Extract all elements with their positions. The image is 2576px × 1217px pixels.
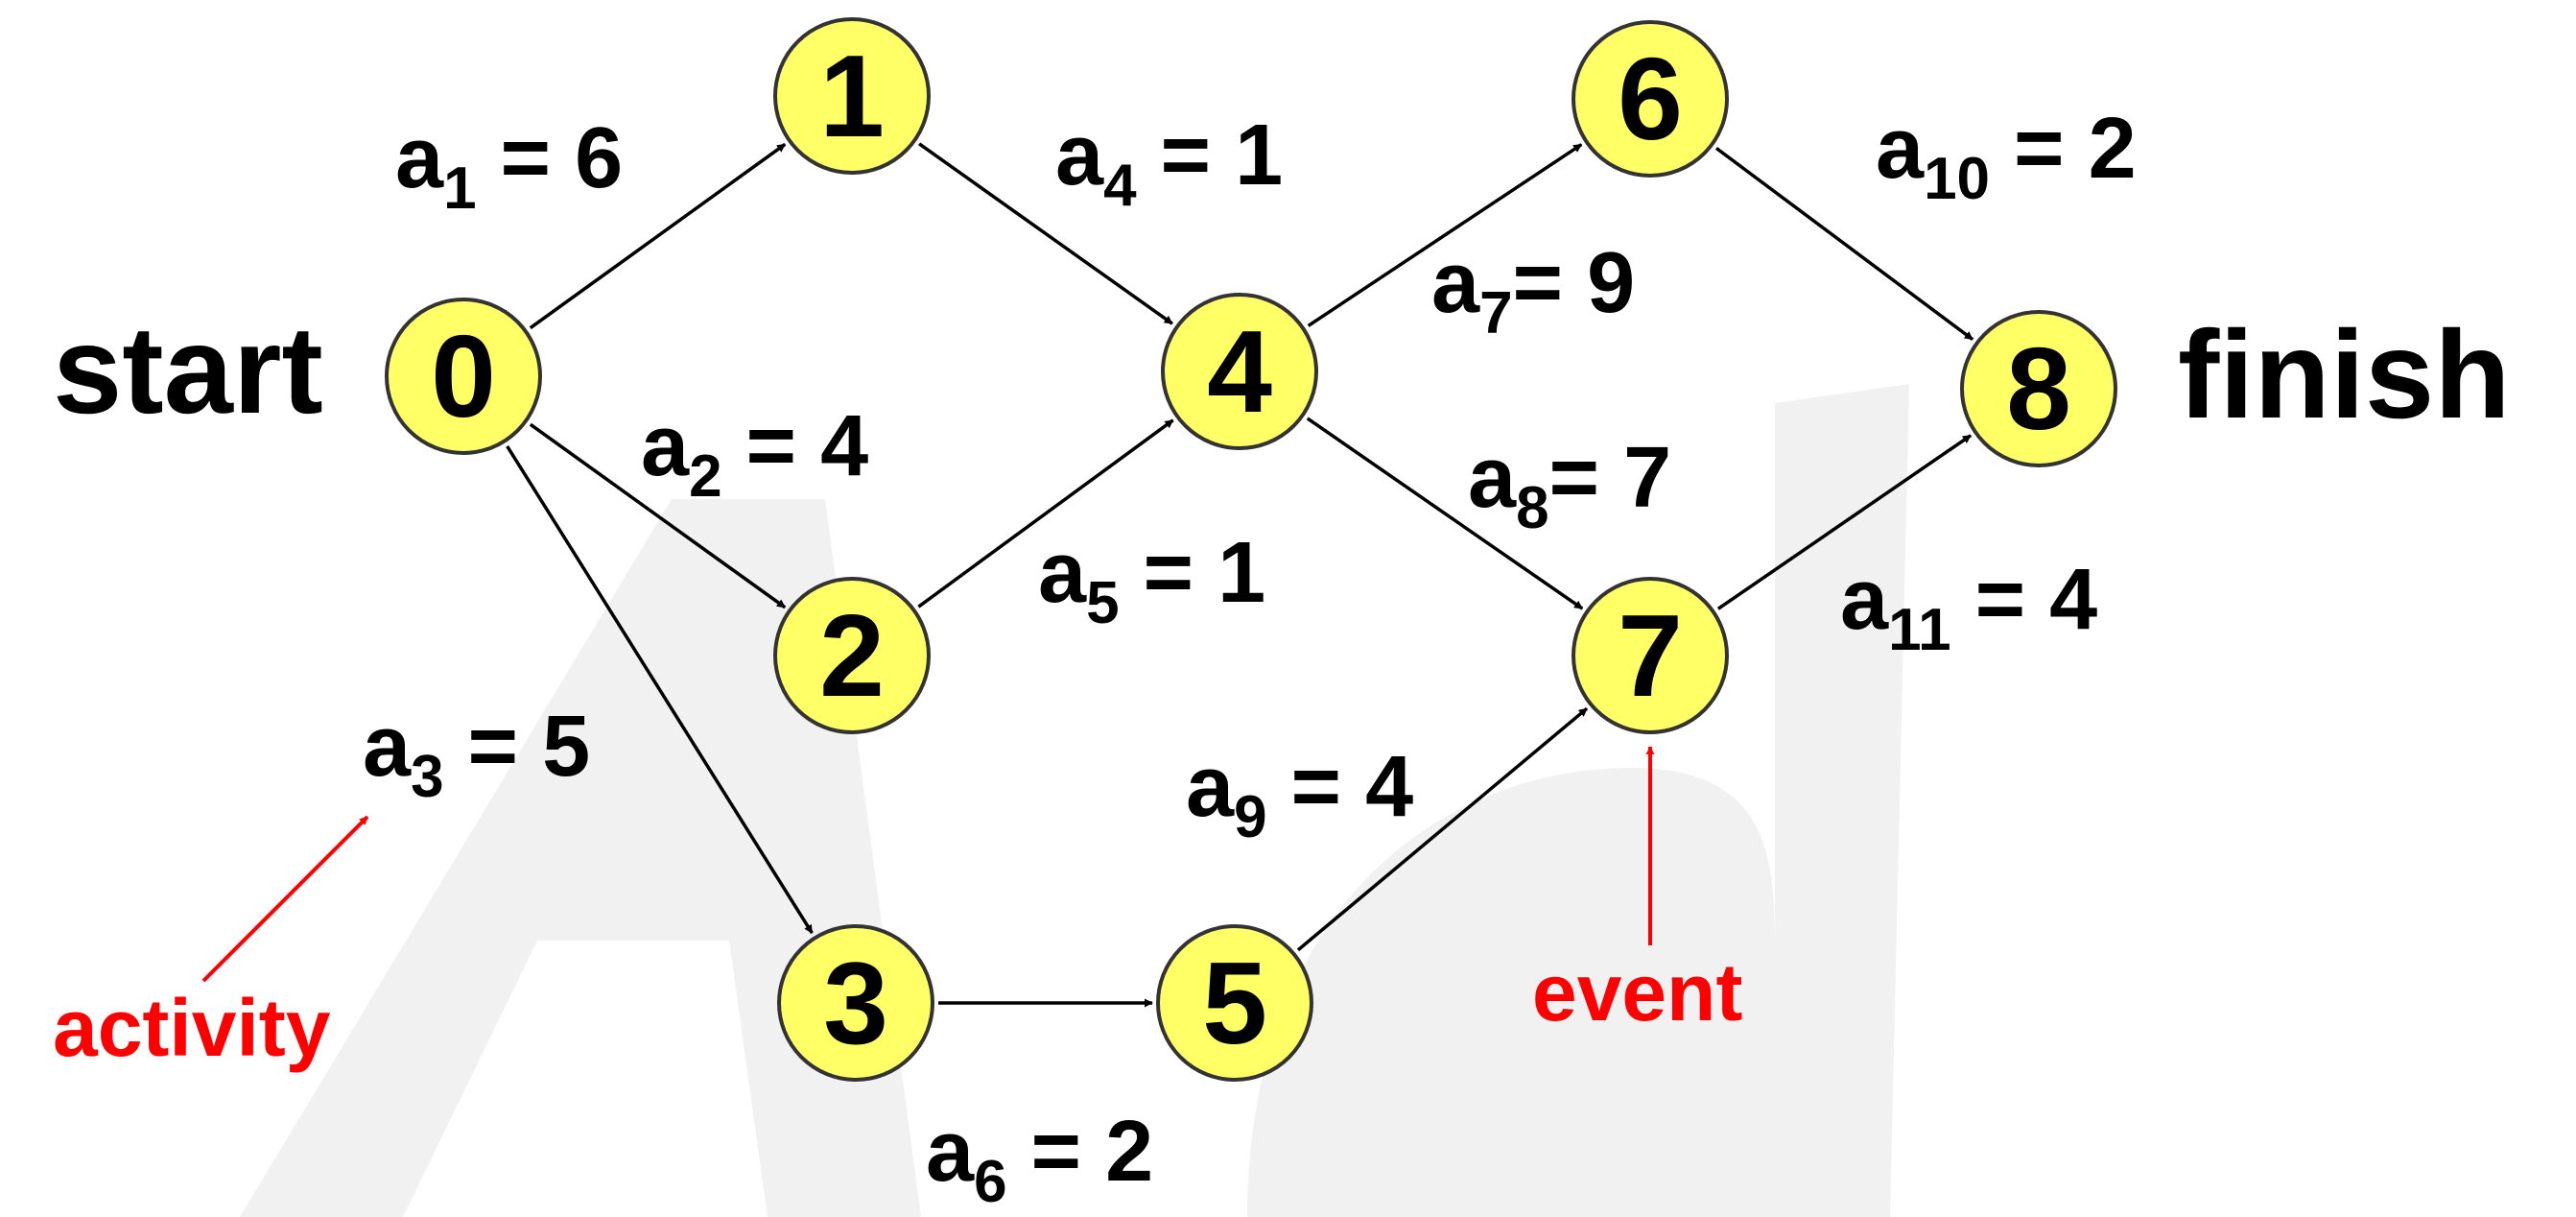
event-node-1: 1: [773, 17, 931, 175]
event-node-circle: [773, 577, 931, 734]
activity-label-a10: a10 = 2: [1876, 101, 2137, 212]
event-node-number: 1: [819, 31, 885, 161]
activity-pointer-arrow: [201, 815, 369, 983]
event-node-number: 8: [2006, 323, 2071, 454]
activity-label-a6: a6 = 2: [926, 1104, 1153, 1215]
activity-label-a1: a1 = 6: [395, 110, 623, 222]
event-node-circle: [1161, 293, 1318, 450]
watermark-shape: [240, 499, 921, 1217]
activity-labels-layer: a1 = 6 a2 = 4 a3 = 5 a4 = 1 a5 = 1 a6 = 2 a7= …: [363, 101, 2137, 1215]
event-node-number: 4: [1207, 306, 1272, 437]
event-node-number: 5: [1202, 938, 1267, 1068]
event-node-circle: [1572, 20, 1729, 178]
event-node-6: 6: [1572, 20, 1729, 178]
edge-a4: [918, 142, 1173, 325]
event-node-3: 3: [777, 924, 934, 1082]
event-annotation: event: [1532, 947, 1742, 1038]
activity-label-a8: a8= 7: [1468, 430, 1671, 541]
activity-label-a11: a11 = 4: [1840, 552, 2097, 663]
edge-a7: [1307, 143, 1583, 327]
event-node-number: 0: [431, 311, 496, 441]
event-node-number: 3: [823, 938, 888, 1068]
event-node-0: 0: [385, 298, 542, 455]
start-label: start: [53, 299, 323, 440]
event-node-circle: [777, 924, 934, 1082]
background-watermark: [240, 384, 1909, 1217]
event-node-number: 7: [1618, 590, 1683, 721]
event-node-number: 6: [1618, 34, 1683, 164]
event-node-circle: [773, 17, 931, 175]
event-node-circle: [1156, 924, 1313, 1082]
event-node-2: 2: [773, 577, 931, 734]
event-node-circle: [1572, 577, 1729, 734]
event-node-5: 5: [1156, 924, 1313, 1082]
edge-a1: [529, 142, 787, 330]
edge-a11: [1716, 434, 1973, 610]
event-node-8: 8: [1960, 310, 2117, 467]
finish-label: finish: [2178, 304, 2511, 444]
edge-a2: [529, 422, 787, 609]
activity-label-a9: a9 = 4: [1186, 739, 1413, 850]
edge-a3: [506, 444, 814, 935]
activity-annotation: activity: [53, 983, 331, 1073]
edge-a5: [917, 418, 1174, 608]
event-node-7: 7: [1572, 577, 1729, 734]
activity-label-a5: a5 = 1: [1038, 525, 1265, 636]
edge-a10: [1714, 147, 1974, 341]
edges-layer: [506, 142, 1974, 1008]
watermark-shape: [1247, 384, 1909, 1217]
nodes-layer: 0 1 2 3 4 5 6 7 8: [385, 17, 2117, 1082]
edge-a8: [1306, 417, 1584, 610]
edge-a9: [1296, 706, 1589, 952]
activity-label-a7: a7= 9: [1431, 235, 1635, 346]
activity-label-a2: a2 = 4: [641, 398, 868, 510]
annotations-layer: activity event: [53, 746, 1742, 1073]
event-node-circle: [1960, 310, 2117, 467]
event-node-circle: [385, 298, 542, 455]
activity-label-a4: a4 = 1: [1055, 107, 1283, 219]
event-node-4: 4: [1161, 293, 1318, 450]
activity-label-a3: a3 = 5: [363, 699, 590, 810]
event-node-number: 2: [819, 590, 885, 721]
